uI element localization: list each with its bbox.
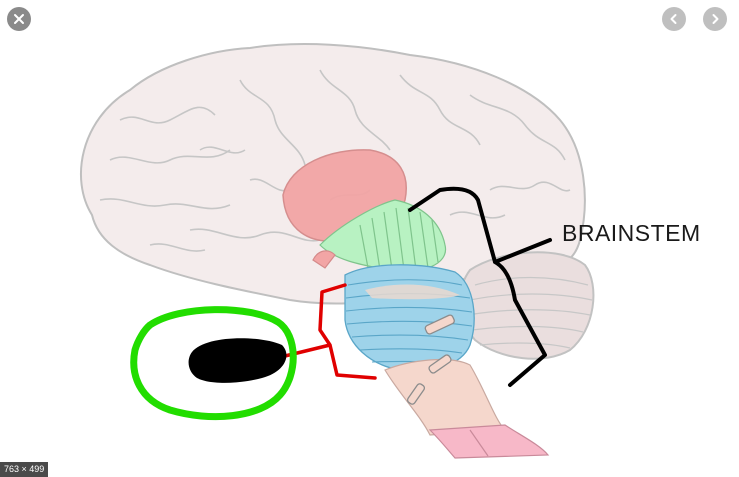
spinal-line [469,429,489,457]
green-circle-annotation [130,306,297,421]
close-button[interactable] [7,7,31,31]
pituitary [312,250,336,269]
previous-image-button[interactable] [662,7,686,31]
chevron-left-icon [670,14,677,24]
brainstem-label: BRAINSTEM [562,220,701,246]
midbrain-stripes [359,207,439,271]
cranial-nerves [406,314,455,405]
image-dimensions-badge: 763 × 499 [0,462,49,477]
black-blob [188,338,287,383]
medulla [384,358,507,436]
brainstem-bracket [408,186,552,387]
red-bracket [283,283,377,380]
spinal-cord [428,424,550,459]
close-icon [14,14,24,24]
peduncle [365,284,460,300]
chevron-right-icon [712,14,719,24]
pons [344,264,475,372]
next-image-button[interactable] [703,7,727,31]
